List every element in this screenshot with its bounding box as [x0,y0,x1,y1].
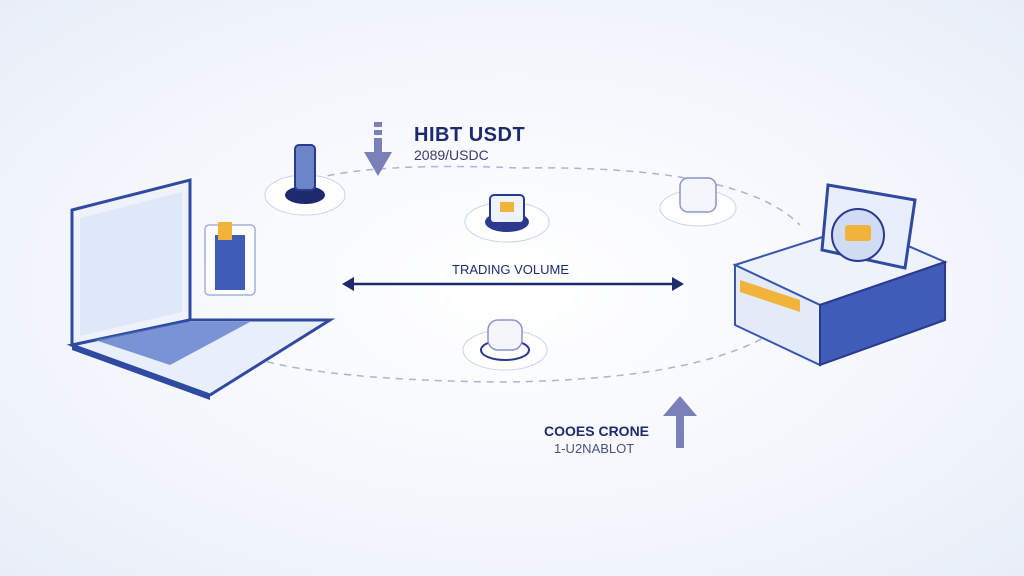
server-icon [732,183,948,367]
up-arrow-icon [663,396,697,448]
token-node-center-top [464,194,550,243]
trading-volume-label: TRADING VOLUME [452,262,570,277]
token-node-top-right [659,177,737,227]
dashed-flow-path-lower [229,319,791,383]
laptop-icon [66,178,336,400]
bottom-title: COOES CRONE [544,423,650,439]
token-node-center-bottom [462,319,548,371]
pair-subtitle: 2089/USDC [414,147,489,163]
bottom-subtitle: 1-U2NABLOT [554,441,635,456]
down-arrow-icon [364,122,392,176]
pair-title: HIBT USDT [414,124,526,146]
document-icon [204,222,256,296]
trading-volume-double-arrow [342,277,684,291]
token-node-top-left [264,144,346,216]
